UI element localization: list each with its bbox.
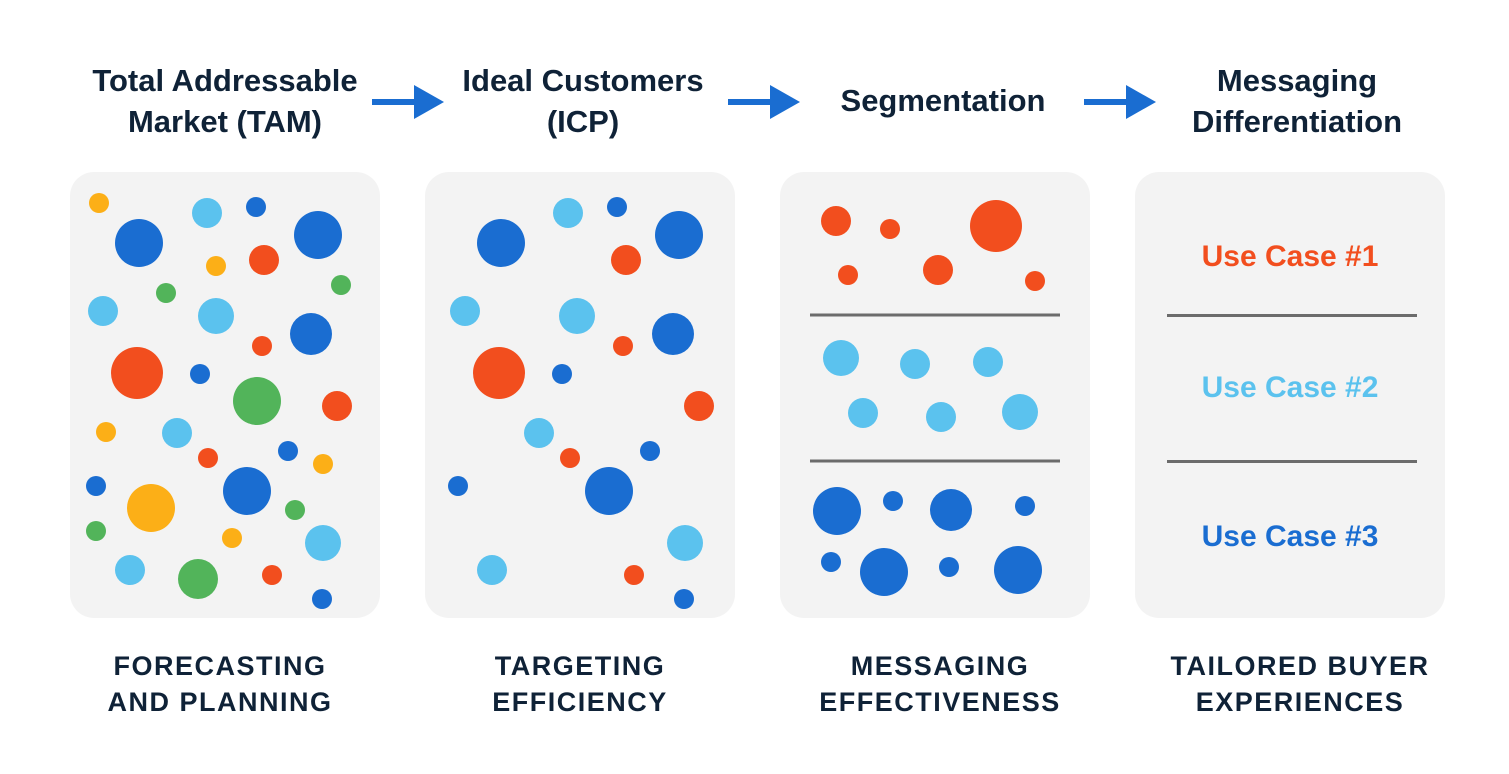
use-case-3-label: Use Case #3	[1201, 520, 1379, 553]
icp-panel	[425, 172, 735, 618]
stage-title-icp: Ideal Customers (ICP)	[462, 63, 704, 139]
tam-dots	[86, 193, 352, 609]
stage-caption-targeting: TARGETING EFFICIENCY	[492, 651, 668, 717]
icp-dots	[448, 197, 714, 609]
stage-title-segmentation: Segmentation	[840, 83, 1046, 118]
stage-caption-messaging-effectiveness: MESSAGING EFFECTIVENESS	[819, 651, 1061, 717]
stage-caption-forecasting: FORECASTING AND PLANNING	[107, 651, 333, 717]
use-case-divider	[1167, 314, 1417, 317]
market-dots	[86, 193, 352, 609]
messaging-panel: Use Case #1 Use Case #2 Use Case #3	[1135, 172, 1445, 618]
stage-title-tam: Total Addressable Market (TAM)	[92, 63, 358, 139]
use-case-2-label: Use Case #2	[1201, 371, 1379, 404]
tam-panel	[70, 172, 380, 618]
stage-title-messaging-differentiation: Messaging Differentiation	[1191, 63, 1403, 139]
arrow-right-icon	[372, 85, 444, 119]
use-case-1-label: Use Case #1	[1201, 240, 1379, 273]
use-case-divider	[1167, 460, 1417, 463]
segment-light-blue-dots	[823, 340, 1038, 432]
segment-orange-dots	[821, 200, 1045, 291]
arrow-right-icon	[1084, 85, 1156, 119]
segmentation-panel	[780, 172, 1090, 618]
icp-dots-group	[448, 197, 714, 609]
segment-dark-blue-dots	[813, 487, 1042, 596]
segmentation-dots	[810, 200, 1060, 596]
stage-caption-tailored-experiences: TAILORED BUYER EXPERIENCES	[1170, 651, 1430, 717]
arrow-right-icon	[728, 85, 800, 119]
